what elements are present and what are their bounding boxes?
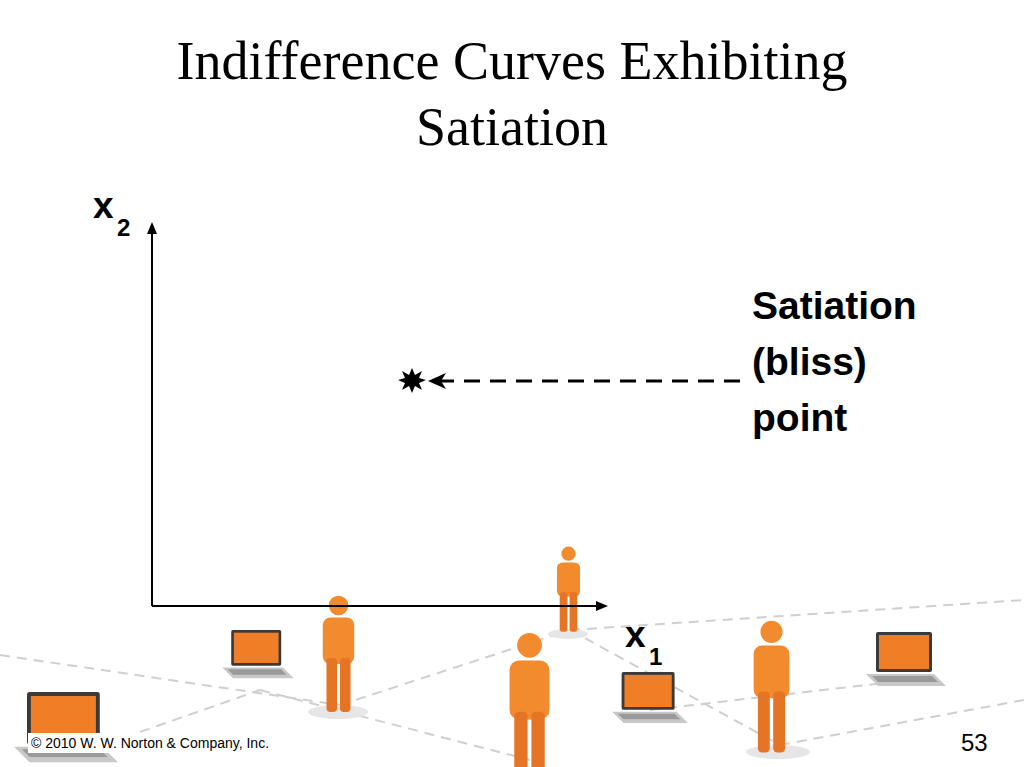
satiation-dot bbox=[398, 368, 426, 393]
person-figure bbox=[323, 596, 355, 712]
network-line bbox=[570, 630, 780, 745]
axis-subscript: 1 bbox=[649, 643, 662, 671]
axes bbox=[147, 222, 608, 611]
page-number: 53 bbox=[958, 729, 991, 757]
shadow bbox=[548, 629, 588, 639]
person-figure bbox=[510, 633, 550, 767]
laptop-icon bbox=[222, 630, 293, 678]
network-line bbox=[260, 690, 530, 760]
x-axis bbox=[152, 605, 598, 607]
y-axis bbox=[151, 232, 153, 606]
bliss-point bbox=[398, 368, 426, 393]
axis-label: x bbox=[625, 615, 646, 655]
axis-subscript: 2 bbox=[117, 214, 130, 242]
person-figure bbox=[557, 547, 580, 632]
person-figure bbox=[754, 621, 790, 753]
leader-arrow bbox=[428, 373, 740, 389]
copyright-note: © 2010 W. W. Norton & Company, Inc. bbox=[28, 733, 272, 753]
callout-label: Satiation (bliss) point bbox=[752, 278, 967, 446]
floor-shadows bbox=[308, 629, 810, 759]
axis-label: x bbox=[93, 186, 114, 226]
slide-title: Indifference Curves Exhibiting Satiation bbox=[112, 28, 912, 160]
dashed-leader bbox=[440, 380, 740, 383]
shadow bbox=[308, 705, 368, 719]
axis-arrowhead bbox=[147, 222, 157, 234]
laptop-icon bbox=[612, 672, 688, 723]
leader-arrowhead bbox=[428, 373, 446, 389]
laptop-icon bbox=[866, 632, 946, 686]
axis-arrowhead bbox=[596, 601, 608, 611]
